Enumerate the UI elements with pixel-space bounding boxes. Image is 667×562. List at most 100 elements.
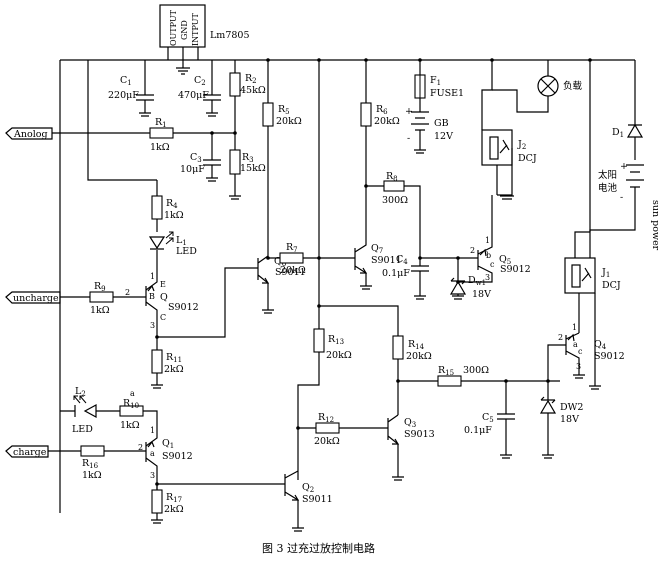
led2-symbol [74,403,97,419]
r4-value: 1kΩ [164,210,184,221]
led1-rays [165,231,174,245]
r8-body [383,180,405,192]
r3-ground [229,195,241,200]
r7-name: R7 [286,242,298,254]
solar-line2: 电池 [598,182,618,194]
battery-value: 12V [434,131,453,142]
r7-value: 20kΩ [280,265,306,276]
c5-symbol [497,381,515,455]
q8-pin-b: B [149,292,155,301]
q8-arrow [147,284,155,292]
r10-name: R10 [123,398,139,410]
c5-name: C5 [482,412,494,424]
r10-value: 1kΩ [120,420,140,431]
q5-pin3: 3 [485,273,490,282]
c4-name: C4 [396,254,408,266]
figure-caption: 图 3 过充过放控制电路 [262,541,375,555]
reg-pin-output: OUTPUT [169,9,178,46]
fuse-text: FUSE1 [430,88,464,99]
c3-value: 10μF [180,164,205,175]
r14-feed [319,305,399,336]
dw2-name: DW2 [560,402,583,413]
r12-body [315,422,340,434]
r11-name: R11 [166,352,182,364]
r13-body [313,328,325,353]
q7-arrow [360,267,368,274]
q1-pin2: 2 [138,443,143,452]
q4-pin2: 2 [558,333,563,342]
r7-body [279,252,304,264]
node-q5 [456,280,460,284]
r16-body [80,445,105,457]
r14-name: R14 [408,339,425,351]
r15-value: 300Ω [463,365,489,376]
c2-symbol [203,60,221,113]
battery-ground [414,149,426,154]
q4-name: Q4 [594,339,607,351]
q3-arrow [392,438,400,445]
uncharge-label: uncharge [13,293,59,304]
q8-leads [145,267,258,338]
q2-ground [292,527,304,532]
load-label: 负载 [563,80,583,92]
q1-pin1: 1 [150,426,155,435]
node-q1-collector [155,482,159,486]
q3-symbol [387,414,399,477]
battery-gb [411,111,429,150]
r4-name: R4 [166,198,178,210]
c4-symbol [411,257,478,296]
q8-model: S9012 [168,302,199,313]
q6-name: Q6 [274,256,287,268]
q4-pin-a: a [573,340,578,349]
r5-body [262,102,274,127]
r13-value: 20kΩ [326,350,352,361]
j2-model: DCJ [518,153,537,164]
c1-value: 220μF [108,90,139,101]
d1-name: D1 [612,127,624,139]
node-r6-top [364,58,368,62]
node-r14-feed [317,304,321,308]
q2-name: Q2 [302,482,314,494]
r8-name: R8 [386,171,398,183]
r1-body [149,127,174,139]
q8-pin3: 3 [150,321,155,330]
q5-model: S9012 [500,264,531,275]
c5-ground [500,454,512,459]
led2-wire [60,410,158,435]
r9-body [89,291,114,303]
dw2-value: 18V [560,414,579,425]
j1-ground [589,385,601,390]
solar-line1: 太阳 [598,169,617,181]
r11-body [151,349,163,374]
j1-coil [571,264,581,288]
c1-name: C1 [120,75,132,87]
dw1-symbol [449,258,467,296]
q3-ground [392,476,404,481]
reg-ground [176,67,190,75]
solar-plus: + [620,161,628,172]
charge-label: charge [13,447,47,458]
c1-ground [139,112,151,117]
c3-ground [206,177,218,182]
q4-pin-c: c [578,347,583,356]
j2-ground [500,195,514,200]
battery-plus: + [405,106,413,117]
solar-minus: - [620,192,623,203]
r2-value: 45kΩ [240,85,266,96]
reg-leads [167,47,199,68]
r14-value: 20kΩ [406,351,432,362]
q3-model: S9013 [404,429,435,440]
r11-value: 2kΩ [164,364,184,375]
r6-body [360,102,372,127]
q7-model: S9011 [371,255,402,266]
q3-name: Q3 [404,417,416,429]
r15-name: R15 [438,365,454,377]
node-a-label: a [130,389,135,398]
q4-model: S9012 [594,351,625,362]
solar-cell [626,164,644,208]
battery-name: GB [434,118,449,129]
r13-wire [297,352,320,480]
q1-model: S9012 [162,451,193,462]
d1-symbol [626,60,644,160]
